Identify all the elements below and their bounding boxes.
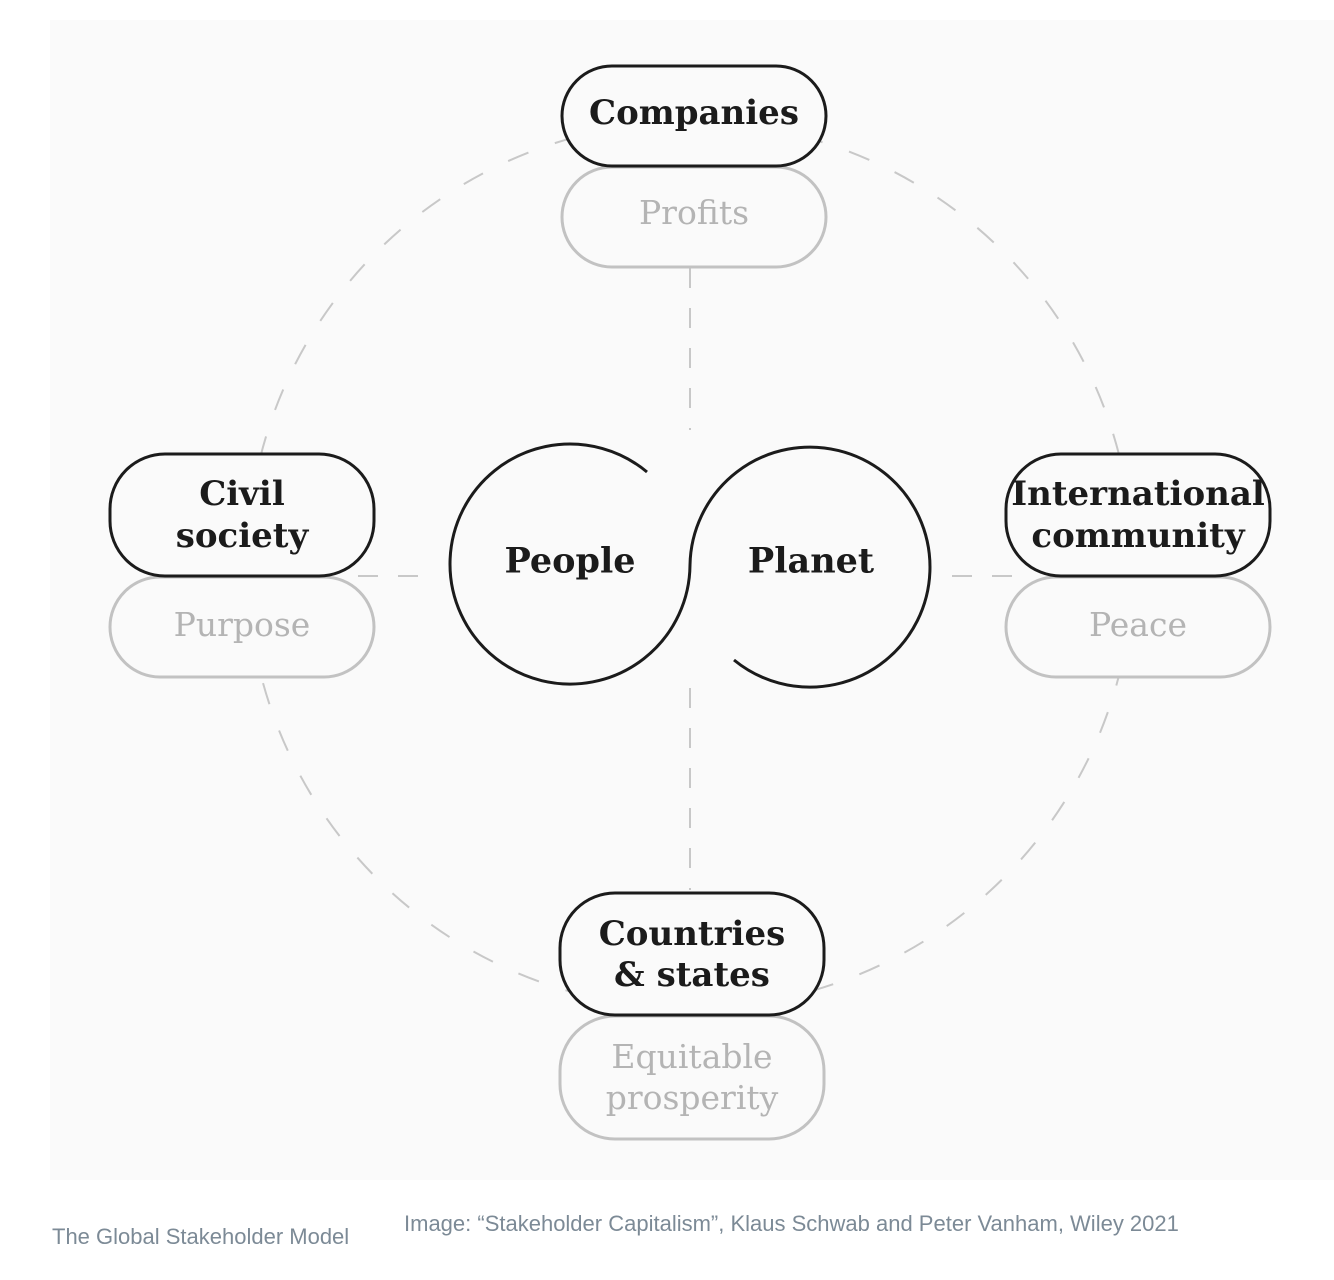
peace-label: Peace — [1089, 605, 1187, 644]
countries-states-label-line1: Countries — [599, 914, 786, 954]
diagram-caption: The Global Stakeholder Model — [52, 1224, 350, 1249]
international-community-label-line1: International — [1011, 474, 1265, 514]
purpose-label: Purpose — [174, 605, 311, 644]
people-arc — [448, 442, 692, 686]
civil-society-pill — [108, 452, 376, 578]
image-source-caption: Image: “Stakeholder Capitalism”, Klaus S… — [404, 1211, 1179, 1236]
planet-arc — [688, 445, 932, 689]
countries-states-label-line2: & states — [614, 955, 770, 995]
companies-label: Companies — [589, 93, 799, 133]
companies-pill — [560, 64, 828, 168]
equitable-label: Equitable — [611, 1037, 772, 1076]
profits-label: Profits — [639, 193, 749, 232]
countries-states-pill — [558, 891, 826, 1017]
international-community-pill — [1004, 452, 1272, 578]
civil-society-label-line1: Civil — [199, 474, 285, 514]
international-community-label-line2: community — [1031, 516, 1245, 556]
people-label: People — [504, 541, 635, 582]
planet-label: Planet — [748, 541, 874, 582]
civil-society-label-line2: society — [176, 516, 310, 556]
prosperity-label: prosperity — [606, 1078, 779, 1117]
